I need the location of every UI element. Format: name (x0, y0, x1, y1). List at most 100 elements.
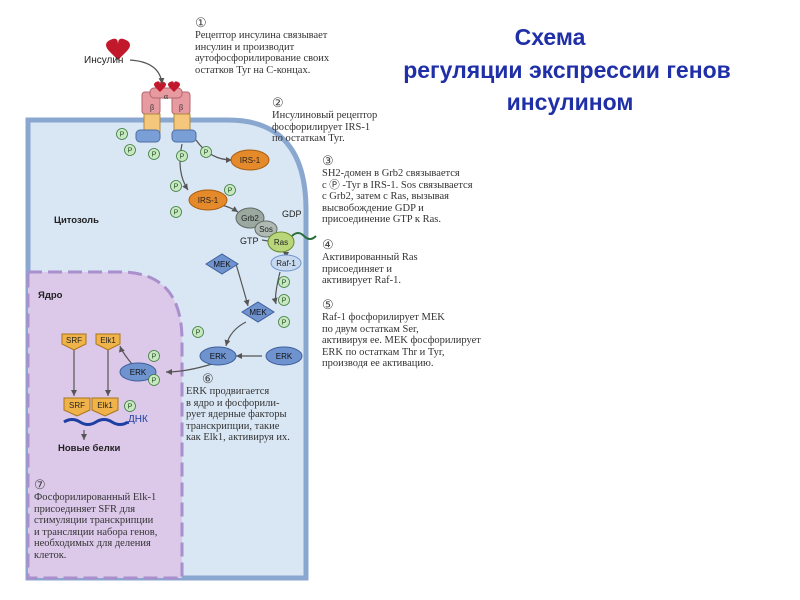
arrow-insulin-to-receptor (129, 59, 165, 85)
phosphate-group (278, 294, 290, 306)
arrow-mek-to-mek-active (235, 263, 250, 307)
alpha-label: α (164, 92, 169, 101)
step-3: ③ SH2-домен в Grb2 связывается с Ⓟ -Tyr … (322, 154, 473, 226)
phosphate-group (278, 276, 290, 288)
step-5-line: Raf-1 фосфорилирует MEK (322, 312, 445, 323)
dna-label: ДНК (128, 414, 148, 425)
nucleus (26, 270, 184, 580)
phosphate-group (278, 316, 290, 328)
insulin-molecule (106, 38, 130, 60)
irs1-p-label: IRS-1 (198, 196, 219, 205)
arrow-receptor-to-irs1 (195, 139, 233, 163)
phosphate-label: P (152, 354, 157, 361)
step-3-line: присоединение GTP к Ras. (322, 214, 441, 225)
mek-label: MEK (213, 260, 231, 269)
new-proteins-label: Новые белки (58, 443, 121, 454)
step-5-line: производя ее активацию. (322, 358, 434, 369)
insulin-label: Инсулин (84, 55, 124, 66)
step-3-line: SH2-домен в Grb2 связывается (322, 168, 460, 179)
step-6-line: в ядро и фосфорили- (186, 397, 280, 409)
page-title-line1: Схема (514, 24, 586, 50)
step-1-line: инсулин и производит (195, 41, 295, 53)
step-7-line: присоединяет SFR для (34, 503, 136, 515)
step-2-line: Инсулиновый рецептор (272, 110, 378, 121)
step-1-line: аутофосфорилирование своих (195, 53, 330, 64)
beta-label-left: β (150, 103, 154, 112)
phosphate-group (148, 148, 160, 160)
step-5-line: по двум остаткам Ser, (322, 323, 419, 335)
bound-insulin-left (154, 81, 166, 92)
grb2-label: Grb2 (241, 214, 259, 223)
sos-molecule: Sos (254, 220, 278, 238)
step-2-number: ② (272, 95, 284, 110)
raf1-molecule: Raf-1 (270, 254, 302, 272)
phosphate-group (170, 206, 182, 218)
srf-elk1-complex: SRF Elk1 (63, 397, 119, 417)
page-title-line2: регуляции экспрессии генов (403, 57, 731, 83)
step-6-number: ⑥ (202, 371, 214, 386)
step-6-line: рует ядерные факторы (186, 409, 287, 420)
phosphate-label: P (120, 132, 125, 139)
mek-active-molecule: MEK (241, 301, 275, 323)
step-1-line: остатков Tyr на С-концах. (195, 64, 311, 76)
step-2-line: по остаткам Tyr. (272, 133, 345, 144)
phosphate-group (124, 144, 136, 156)
arrow-mek-to-erk (224, 321, 247, 347)
gdp-release-line (291, 232, 317, 240)
step-6-line: ERK продвигается (186, 386, 270, 397)
step-7-line: необходимых для деления (34, 538, 151, 549)
phosphate-label: P (174, 184, 179, 191)
sos-label: Sos (259, 225, 273, 234)
step-7-line: стимуляции транскрипции (34, 515, 154, 526)
mek-molecule: MEK (205, 253, 239, 275)
step-2: ② Инсулиновый рецептор фосфорилирует IRS… (272, 96, 377, 145)
raf1-label: Raf-1 (276, 259, 296, 268)
phosphate-label: P (204, 150, 209, 157)
step-3-line: высвобождение GDP и (322, 202, 424, 214)
step-5: ⑤ Raf-1 фосфорилирует MEK по двум остатк… (322, 298, 481, 370)
erk-molecule: ERK (265, 346, 303, 366)
phosphate-label: P (282, 298, 287, 305)
step-7-number: ⑦ (34, 477, 46, 492)
step-2-line: фосфорилирует IRS-1 (272, 121, 371, 133)
irs1-molecule: IRS-1 (230, 149, 270, 171)
step-7-line: клеток. (34, 549, 67, 561)
phosphate-label: P (174, 210, 179, 217)
phosphate-label: P (196, 330, 201, 337)
phosphate-label: P (282, 280, 287, 287)
step-1: ① Рецептор инсулина связывает инсулин и … (195, 16, 329, 76)
elk1-label: Elk1 (100, 336, 116, 345)
step-4-number: ④ (322, 237, 334, 252)
phosphate-group (224, 184, 236, 196)
ras-molecule: Ras (267, 231, 295, 253)
step-5-number: ⑤ (322, 297, 334, 312)
erk-nuclear-label: ERK (130, 368, 147, 377)
elk1-factor: Elk1 (95, 333, 121, 351)
phosphate-group (176, 150, 188, 162)
step-3-line: с Ⓟ -Tyr в IRS-1. Sos связывается (322, 179, 473, 191)
gdp-label: GDP (282, 209, 302, 219)
phosphate-label: P (128, 148, 133, 155)
step-4-line: Активированный Ras (322, 252, 418, 263)
step-6-line: транскрипции, такие (186, 420, 280, 432)
srf-label: SRF (66, 336, 82, 345)
complex-srf-label: SRF (69, 401, 85, 410)
erk-nuclear-molecule: ERK (119, 362, 157, 382)
page-title-line3: инсулином (506, 89, 634, 115)
step-4: ④ Активированный Ras присоединяет и акти… (322, 238, 418, 287)
phosphate-label: P (180, 154, 185, 161)
irs1-label: IRS-1 (240, 156, 261, 165)
arrow-erk-to-elk1 (119, 345, 133, 365)
arrow-erk-into-nucleus (165, 363, 213, 375)
phosphate-group (148, 374, 160, 386)
phosphate-label: P (128, 404, 133, 411)
step-7: ⑦ Фосфорилированный Elk-1 присоединяет S… (34, 478, 157, 561)
step-5-line: ERK по остаткам Thr и Tyr, (322, 346, 445, 358)
insulin-receptor (135, 87, 197, 143)
arrow-raf1-to-mek (271, 271, 281, 305)
phosphate-group (200, 146, 212, 158)
erk-label: ERK (276, 352, 293, 361)
step-7-line: Фосфорилированный Elk-1 (34, 492, 157, 503)
phosphate-group (148, 350, 160, 362)
